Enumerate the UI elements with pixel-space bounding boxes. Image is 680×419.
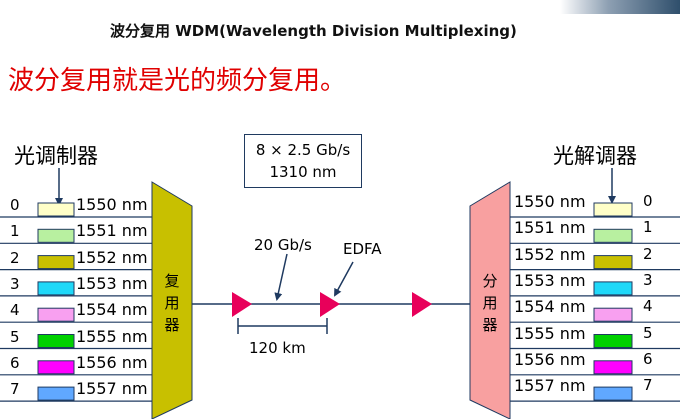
right-demodulator-3 bbox=[593, 281, 633, 296]
corner-decoration bbox=[560, 0, 680, 14]
amplifier-triangle-3 bbox=[412, 292, 432, 317]
right-channel-wavelength: 1552 nm bbox=[514, 244, 586, 264]
right-demodulator-5 bbox=[593, 334, 633, 348]
left-modulator-6 bbox=[37, 360, 75, 375]
left-modulator-7 bbox=[37, 386, 75, 401]
amplifier-triangle-2 bbox=[320, 292, 340, 317]
left-channel-number: 0 bbox=[10, 196, 20, 214]
demultiplexer-label: 分 用 器 bbox=[480, 270, 500, 336]
right-channel-wavelength: 1556 nm bbox=[514, 349, 586, 369]
left-modulator-4 bbox=[37, 307, 75, 322]
left-channel-number: 2 bbox=[10, 248, 20, 267]
header-title: 波分复用 WDM(Wavelength Division Multiplexin… bbox=[110, 22, 517, 40]
right-channel-number: 0 bbox=[643, 192, 653, 210]
right-demodulator-7 bbox=[593, 386, 633, 401]
spec-line-1: 8 × 2.5 Gb/s bbox=[255, 141, 351, 159]
left-channel-wavelength: 1551 nm bbox=[76, 221, 148, 241]
modulator-label: 光调制器 bbox=[14, 144, 98, 168]
demodulator-label: 光解调器 bbox=[553, 144, 637, 168]
left-channel-number: 5 bbox=[10, 327, 20, 346]
spec-line-2: 1310 nm bbox=[269, 163, 337, 181]
right-channel-number: 7 bbox=[643, 376, 653, 395]
right-channel-number: 1 bbox=[643, 218, 653, 237]
multiplexer bbox=[151, 181, 193, 419]
left-channel-wavelength: 1554 nm bbox=[76, 300, 148, 320]
right-channel-number: 6 bbox=[643, 349, 653, 368]
left-channel-wavelength: 1555 nm bbox=[76, 326, 148, 346]
mux-char-3: 器 bbox=[164, 316, 180, 334]
mux-char-1: 复 bbox=[164, 272, 180, 290]
right-channel-wavelength: 1554 nm bbox=[514, 297, 586, 317]
demux-char-3: 器 bbox=[482, 316, 498, 334]
rate-label: 20 Gb/s bbox=[254, 236, 312, 254]
left-channel-number: 7 bbox=[10, 380, 20, 399]
left-channel-number: 1 bbox=[10, 222, 20, 241]
left-modulator-5 bbox=[37, 334, 75, 348]
demux-char-1: 分 bbox=[482, 272, 498, 290]
right-channel-number: 2 bbox=[643, 244, 653, 263]
right-demodulator-0 bbox=[593, 202, 633, 217]
demultiplexer bbox=[469, 181, 511, 419]
right-channel-number: 5 bbox=[643, 323, 653, 342]
right-channel-wavelength: 1550 nm bbox=[514, 192, 586, 211]
mux-char-2: 用 bbox=[164, 294, 180, 312]
left-channel-wavelength: 1557 nm bbox=[76, 379, 148, 399]
amplifier-triangle-1 bbox=[232, 292, 252, 317]
right-demodulator-2 bbox=[593, 255, 633, 270]
right-channel-number: 4 bbox=[643, 297, 653, 316]
demux-char-2: 用 bbox=[482, 294, 498, 312]
left-modulator-3 bbox=[37, 281, 75, 296]
channels bbox=[0, 202, 680, 402]
right-demodulator-4 bbox=[593, 307, 633, 322]
left-modulator-2 bbox=[37, 255, 75, 270]
left-channel-wavelength: 1556 nm bbox=[76, 352, 148, 372]
left-channel-wavelength: 1552 nm bbox=[76, 247, 148, 267]
edfa-label: EDFA bbox=[343, 240, 382, 258]
left-channel-number: 4 bbox=[10, 301, 20, 320]
multiplexer-label: 复 用 器 bbox=[162, 270, 182, 336]
left-channel-number: 3 bbox=[10, 274, 20, 293]
right-channel-wavelength: 1551 nm bbox=[514, 218, 586, 238]
distance-label: 120 km bbox=[249, 339, 306, 357]
left-channel-number: 6 bbox=[10, 353, 20, 372]
rate-pointer bbox=[274, 253, 288, 301]
right-channel-wavelength: 1557 nm bbox=[514, 376, 586, 396]
right-demodulator-6 bbox=[593, 360, 633, 375]
right-channel-wavelength: 1553 nm bbox=[514, 270, 586, 290]
left-modulator-0 bbox=[37, 202, 75, 217]
left-channel-wavelength: 1550 nm bbox=[76, 195, 148, 214]
edfa-pointer bbox=[334, 261, 354, 297]
left-channel-wavelength: 1553 nm bbox=[76, 273, 148, 293]
left-modulator-1 bbox=[37, 228, 75, 243]
right-demodulator-1 bbox=[593, 228, 633, 243]
spec-box: 8 × 2.5 Gb/s 1310 nm bbox=[244, 134, 362, 188]
right-channel-wavelength: 1555 nm bbox=[514, 323, 586, 343]
main-title: 波分复用就是光的频分复用。 bbox=[8, 66, 347, 96]
right-channel-number: 3 bbox=[643, 270, 653, 289]
